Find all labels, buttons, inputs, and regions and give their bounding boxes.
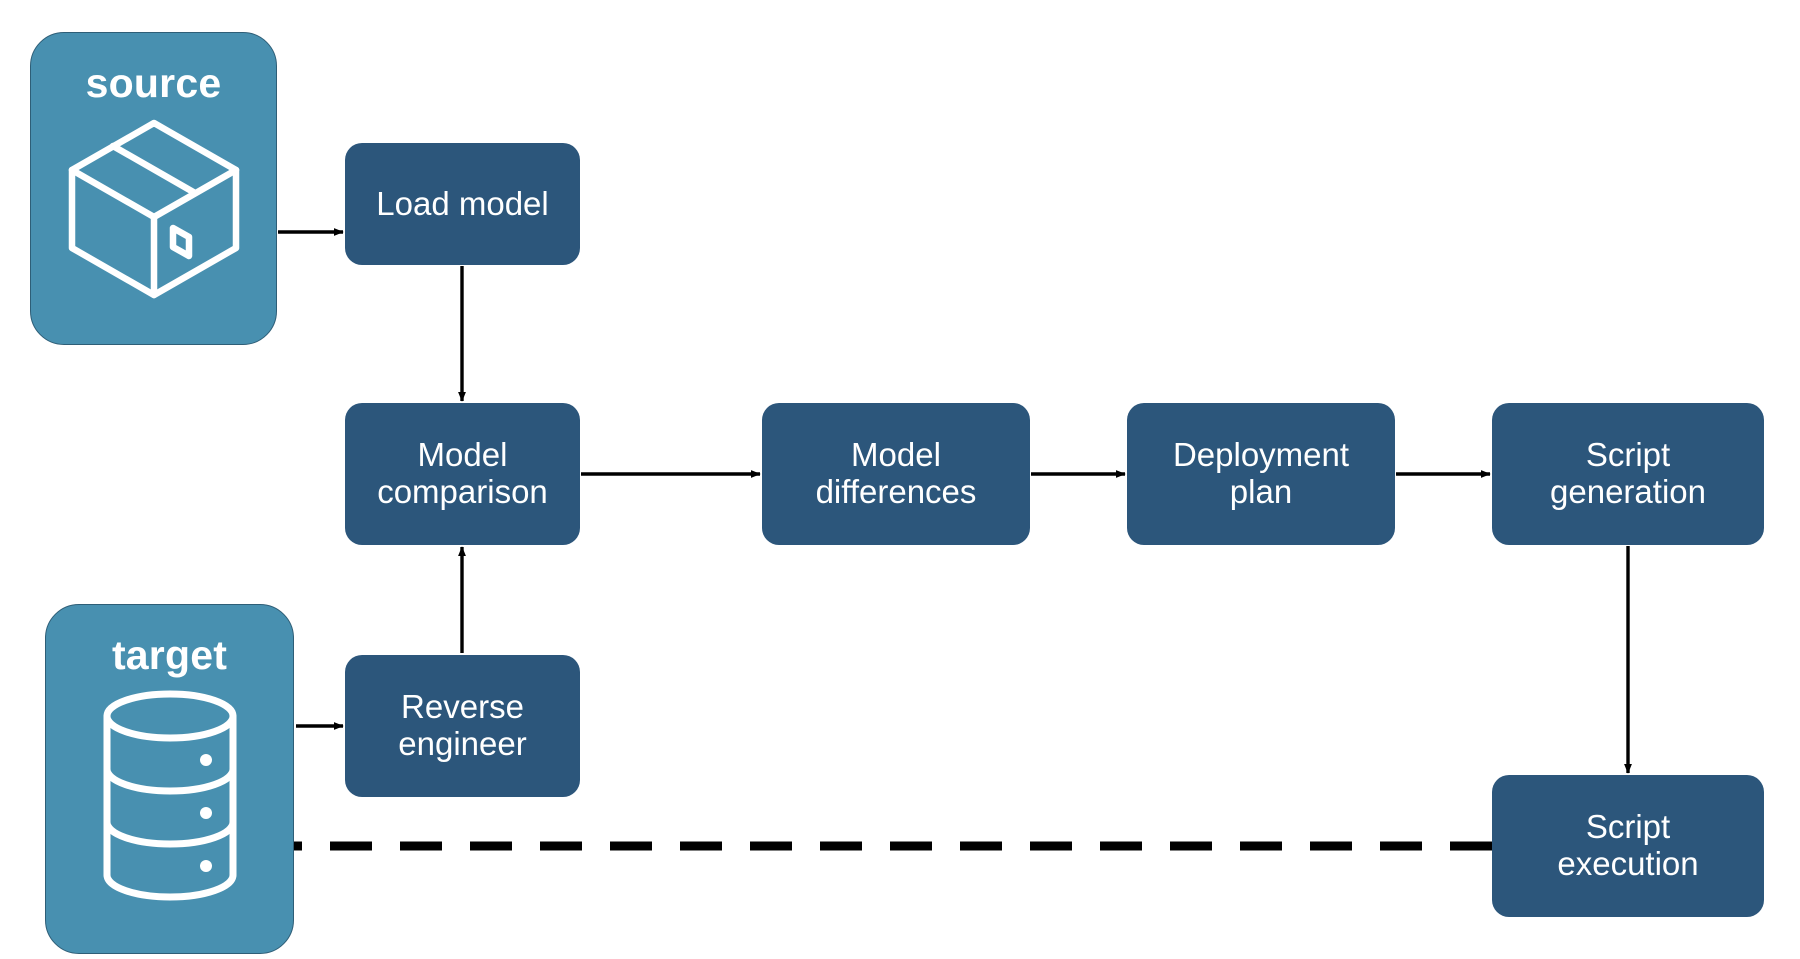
endpoint-source-label: source [85,60,222,106]
process-reverse-engineer[interactable]: Reverse engineer [345,655,580,797]
process-script-execution[interactable]: Script execution [1492,775,1764,917]
endpoint-target-label: target [111,632,228,678]
endpoint-target[interactable]: target [45,604,294,954]
package-box-icon [65,116,243,307]
process-model-differences[interactable]: Model differences [762,403,1030,545]
endpoint-source[interactable]: source [30,32,277,345]
process-deployment-plan[interactable]: Deployment plan [1127,403,1395,545]
process-model-comparison[interactable]: Model comparison [345,403,580,545]
process-load-model[interactable]: Load model [345,143,580,265]
database-cylinder-icon [100,688,240,908]
process-script-generation[interactable]: Script generation [1492,403,1764,545]
